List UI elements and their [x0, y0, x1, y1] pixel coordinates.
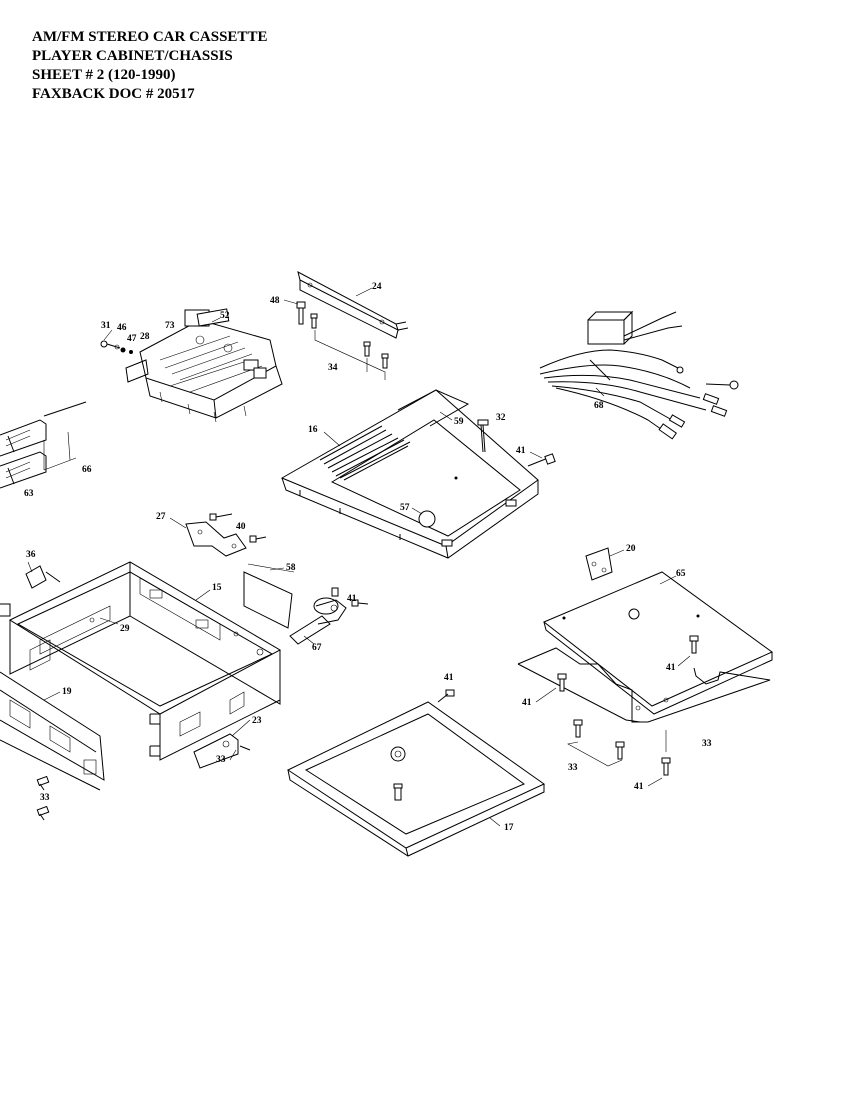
callout-66: 66 [82, 465, 92, 475]
screw-36 [25, 565, 61, 589]
bracket-plate-27 [185, 521, 247, 557]
bracket-23 [193, 733, 251, 769]
callout-labels: 24 48 34 31 46 47 28 73 52 68 16 59 32 4… [24, 282, 712, 833]
callout-31: 31 [101, 321, 111, 331]
bottom-cover-17 [286, 701, 545, 857]
pcb-58 [243, 563, 295, 629]
bottom-plate-33 [517, 647, 771, 723]
callout-65: 65 [676, 569, 686, 579]
callout-67: 67 [312, 643, 322, 653]
callout-47: 47 [127, 334, 137, 344]
callout-68: 68 [594, 401, 604, 411]
screws-33-left [36, 775, 50, 821]
callout-41-pcb-right: 41 [666, 663, 676, 673]
callout-63: 63 [24, 489, 34, 499]
spindle-67 [289, 587, 369, 645]
callout-41-bottom: 41 [444, 673, 454, 683]
bracket-20 [585, 547, 613, 581]
screw-48 [296, 301, 306, 325]
callout-32: 32 [496, 413, 506, 423]
callout-58: 58 [286, 563, 296, 573]
screws-40 [209, 513, 267, 543]
screw-32 [477, 419, 489, 453]
callout-23: 23 [252, 716, 262, 726]
callout-41-plate: 41 [634, 782, 644, 792]
callout-36: 36 [26, 550, 36, 560]
callout-19: 19 [62, 687, 72, 697]
callout-33-left: 33 [40, 793, 50, 803]
wire-harness-68 [539, 310, 739, 440]
leader-lines [27, 287, 691, 827]
front-panel-63 [0, 401, 87, 489]
callout-41-spindle: 41 [347, 594, 357, 604]
cover-vents [319, 425, 411, 481]
callout-40: 40 [236, 522, 246, 532]
mounting-bracket-24 [297, 271, 409, 339]
top-cover-16 [280, 389, 539, 559]
pcb-board-65 [543, 571, 773, 715]
callout-33-bracket: 33 [216, 755, 226, 765]
callout-41-pcb-left: 41 [522, 698, 532, 708]
callout-27: 27 [156, 512, 166, 522]
callout-17: 17 [504, 823, 514, 833]
screw-41-top [527, 453, 556, 467]
callout-52: 52 [220, 311, 230, 321]
side-panel-19 [0, 603, 105, 791]
callout-46: 46 [117, 323, 127, 333]
callout-29: 29 [120, 624, 130, 634]
callout-48: 48 [270, 296, 280, 306]
callout-34: 34 [328, 363, 338, 373]
faxback-line: FAXBACK DOC # 20517 [32, 86, 195, 102]
callout-28: 28 [140, 332, 150, 342]
screws-31-46-47 [100, 340, 133, 354]
callout-41-top: 41 [516, 446, 526, 456]
chassis-frame-15 [8, 561, 282, 761]
panel-part-66 [43, 431, 77, 471]
title-line-2: PLAYER CABINET/CHASSIS [32, 48, 233, 64]
document-header: AM/FM STEREO CAR CASSETTE PLAYER CABINET… [32, 28, 267, 104]
cassette-mechanism-73 [125, 308, 283, 423]
callout-15: 15 [212, 583, 222, 593]
screws-34 [310, 313, 389, 380]
callout-33-plate: 33 [702, 739, 712, 749]
callout-20: 20 [626, 544, 636, 554]
callout-57: 57 [400, 503, 410, 513]
sheet-line: SHEET # 2 (120-1990) [32, 67, 176, 83]
title-line-1: AM/FM STEREO CAR CASSETTE [32, 29, 268, 45]
screw-41-bottom [437, 689, 455, 703]
callout-16: 16 [308, 425, 318, 435]
callout-73: 73 [165, 321, 175, 331]
callout-24: 24 [372, 282, 382, 292]
callout-33-bottom: 33 [568, 763, 578, 773]
screws-41-33-right [557, 635, 699, 776]
callout-59: 59 [454, 417, 464, 427]
